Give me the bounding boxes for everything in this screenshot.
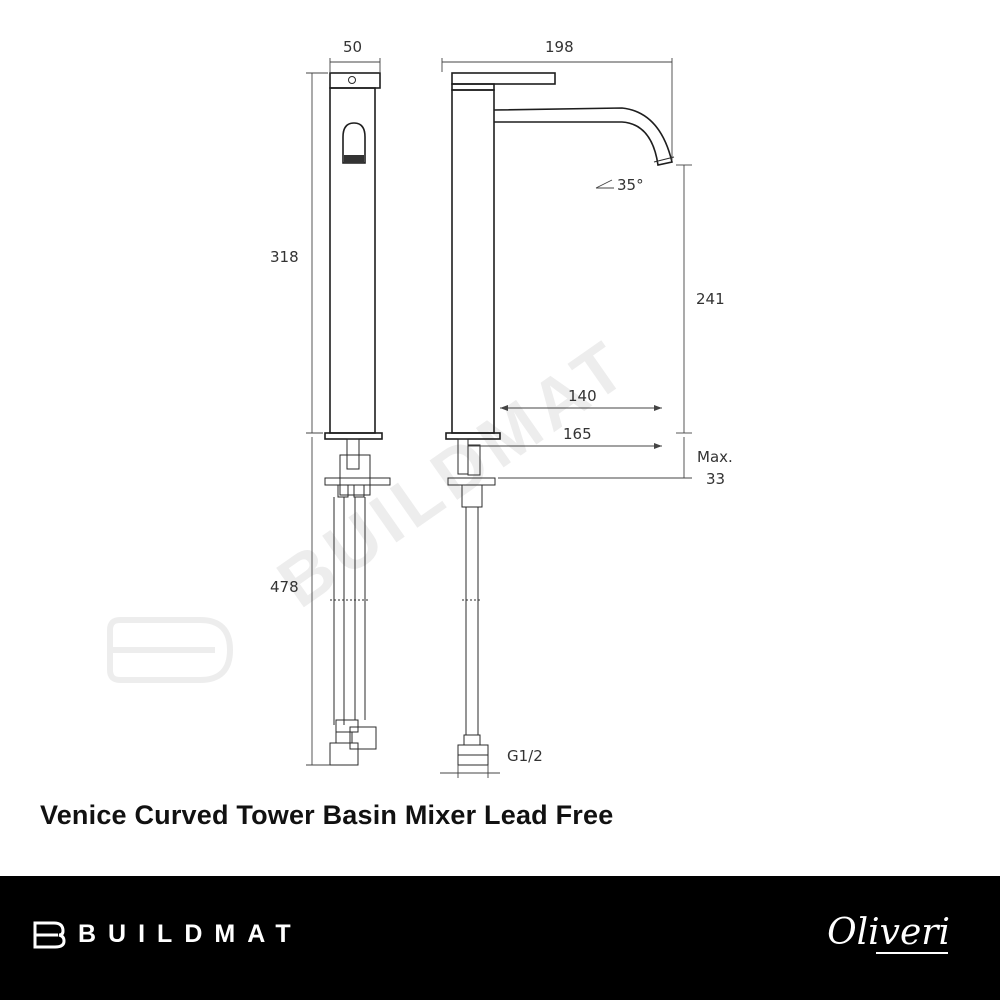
technical-drawing: BUILDMAT [107, 38, 733, 778]
buildmat-mark-icon [33, 921, 66, 948]
front-view [324, 72, 391, 766]
side-view [445, 72, 675, 766]
dim-thread: G1/2 [507, 747, 543, 765]
dim-hose-length: 478 [270, 578, 299, 596]
oliveri-logo: Oliveri [827, 912, 950, 953]
dim-total-reach: 198 [545, 38, 574, 56]
dimension-labels: 50 198 318 478 241 140 165 Max. 33 35° G… [270, 38, 733, 765]
dim-body-width: 50 [343, 38, 362, 56]
footer-bar: BUILDMAT Oliveri [0, 876, 1000, 1000]
dim-spout-height: 241 [696, 290, 725, 308]
buildmat-wordmark: BUILDMAT [78, 920, 303, 948]
dimension-lines [306, 58, 692, 778]
dim-max-reach: 165 [563, 425, 592, 443]
dim-body-height: 318 [270, 248, 299, 266]
dim-max-label: Max. [697, 448, 733, 466]
oliveri-underline [876, 952, 948, 954]
product-title: Venice Curved Tower Basin Mixer Lead Fre… [40, 800, 614, 830]
dim-spout-angle: 35° [617, 176, 644, 194]
dim-spout-reach: 140 [568, 387, 597, 405]
watermark-text: BUILDMAT [264, 324, 643, 622]
dim-max-value: 33 [706, 470, 725, 488]
buildmat-logo: BUILDMAT [32, 920, 303, 949]
watermark: BUILDMAT [107, 324, 643, 683]
